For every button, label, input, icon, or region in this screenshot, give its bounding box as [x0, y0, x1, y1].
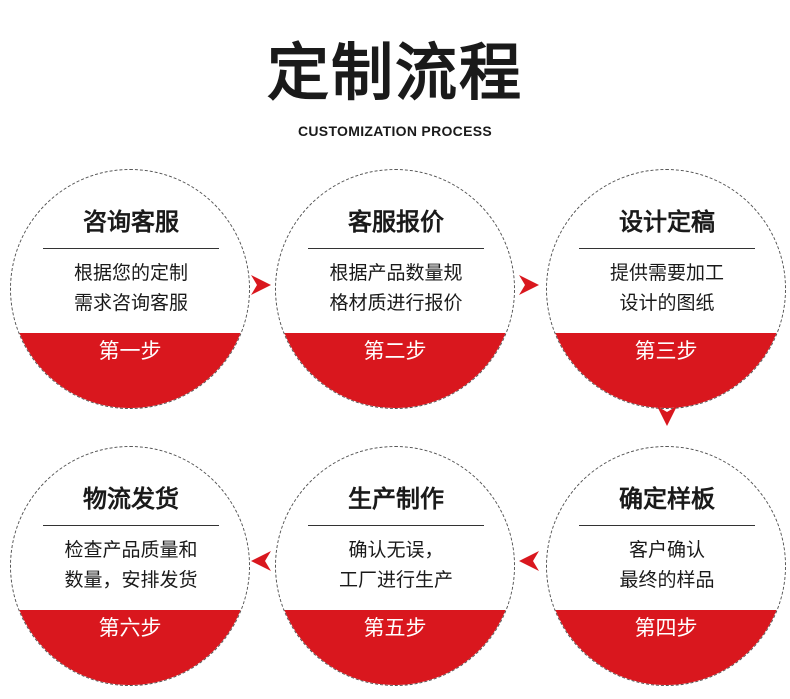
step-band [276, 610, 514, 685]
step-description-line: 确认无误， [348, 539, 444, 561]
arrow-right-icon [519, 275, 539, 295]
step-description: 根据产品数量规 格材质进行报价 [296, 258, 496, 318]
step-description-line: 格材质进行报价 [329, 292, 463, 314]
step-description-line: 根据产品数量规 [329, 262, 463, 284]
step-band [11, 333, 249, 408]
step-number-label: 第四步 [634, 616, 698, 640]
step-description: 检查产品质量和 数量，安排发货 [31, 535, 231, 595]
step-1: 咨询客服 根据您的定制 需求咨询客服 第一步 [10, 169, 250, 409]
step-number-label: 第六步 [98, 616, 162, 640]
step-title: 生产制作 [348, 485, 444, 513]
step-divider [43, 525, 219, 526]
step-title: 设计定稿 [619, 208, 715, 236]
step-description-line: 根据您的定制 [73, 262, 188, 284]
step-band [547, 333, 785, 408]
step-description-line: 工厂进行生产 [338, 569, 453, 591]
step-title: 物流发货 [83, 485, 179, 513]
step-description: 确认无误， 工厂进行生产 [296, 535, 496, 595]
step-band [11, 610, 249, 685]
arrow-left-icon [251, 551, 271, 571]
step-divider [579, 248, 755, 249]
arrow-left-icon [519, 551, 539, 571]
step-title: 确定样板 [619, 485, 715, 513]
step-description-line: 需求咨询客服 [73, 292, 188, 314]
step-description: 根据您的定制 需求咨询客服 [31, 258, 231, 318]
step-5: 生产制作 确认无误， 工厂进行生产 第五步 [275, 446, 515, 686]
step-description-line: 提供需要加工 [609, 262, 724, 284]
step-title: 客服报价 [348, 208, 444, 236]
step-4: 确定样板 客户确认 最终的样品 第四步 [546, 446, 786, 686]
step-number-label: 第二步 [363, 339, 427, 363]
step-description-line: 设计的图纸 [619, 292, 715, 314]
step-2: 客服报价 根据产品数量规 格材质进行报价 第二步 [275, 169, 515, 409]
step-description: 提供需要加工 设计的图纸 [567, 258, 767, 318]
step-number-label: 第五步 [363, 616, 427, 640]
step-band [547, 610, 785, 685]
step-3: 设计定稿 提供需要加工 设计的图纸 第三步 [546, 169, 786, 409]
step-divider [43, 248, 219, 249]
step-description: 客户确认 最终的样品 [567, 535, 767, 595]
step-title: 咨询客服 [83, 208, 179, 236]
step-divider [579, 525, 755, 526]
arrow-down-icon [657, 406, 677, 426]
step-divider [308, 525, 484, 526]
page-subtitle: CUSTOMIZATION PROCESS [297, 123, 492, 139]
step-divider [308, 248, 484, 249]
page-title: 定制流程 [266, 36, 523, 109]
step-number-label: 第三步 [634, 339, 698, 363]
step-description-line: 数量，安排发货 [64, 569, 198, 591]
step-6: 物流发货 检查产品质量和 数量，安排发货 第六步 [10, 446, 250, 686]
step-description-line: 客户确认 [628, 539, 705, 561]
step-description-line: 最终的样品 [619, 569, 715, 591]
step-band [276, 333, 514, 408]
arrow-right-icon [251, 275, 271, 295]
step-number-label: 第一步 [98, 339, 162, 363]
step-description-line: 检查产品质量和 [64, 539, 198, 561]
